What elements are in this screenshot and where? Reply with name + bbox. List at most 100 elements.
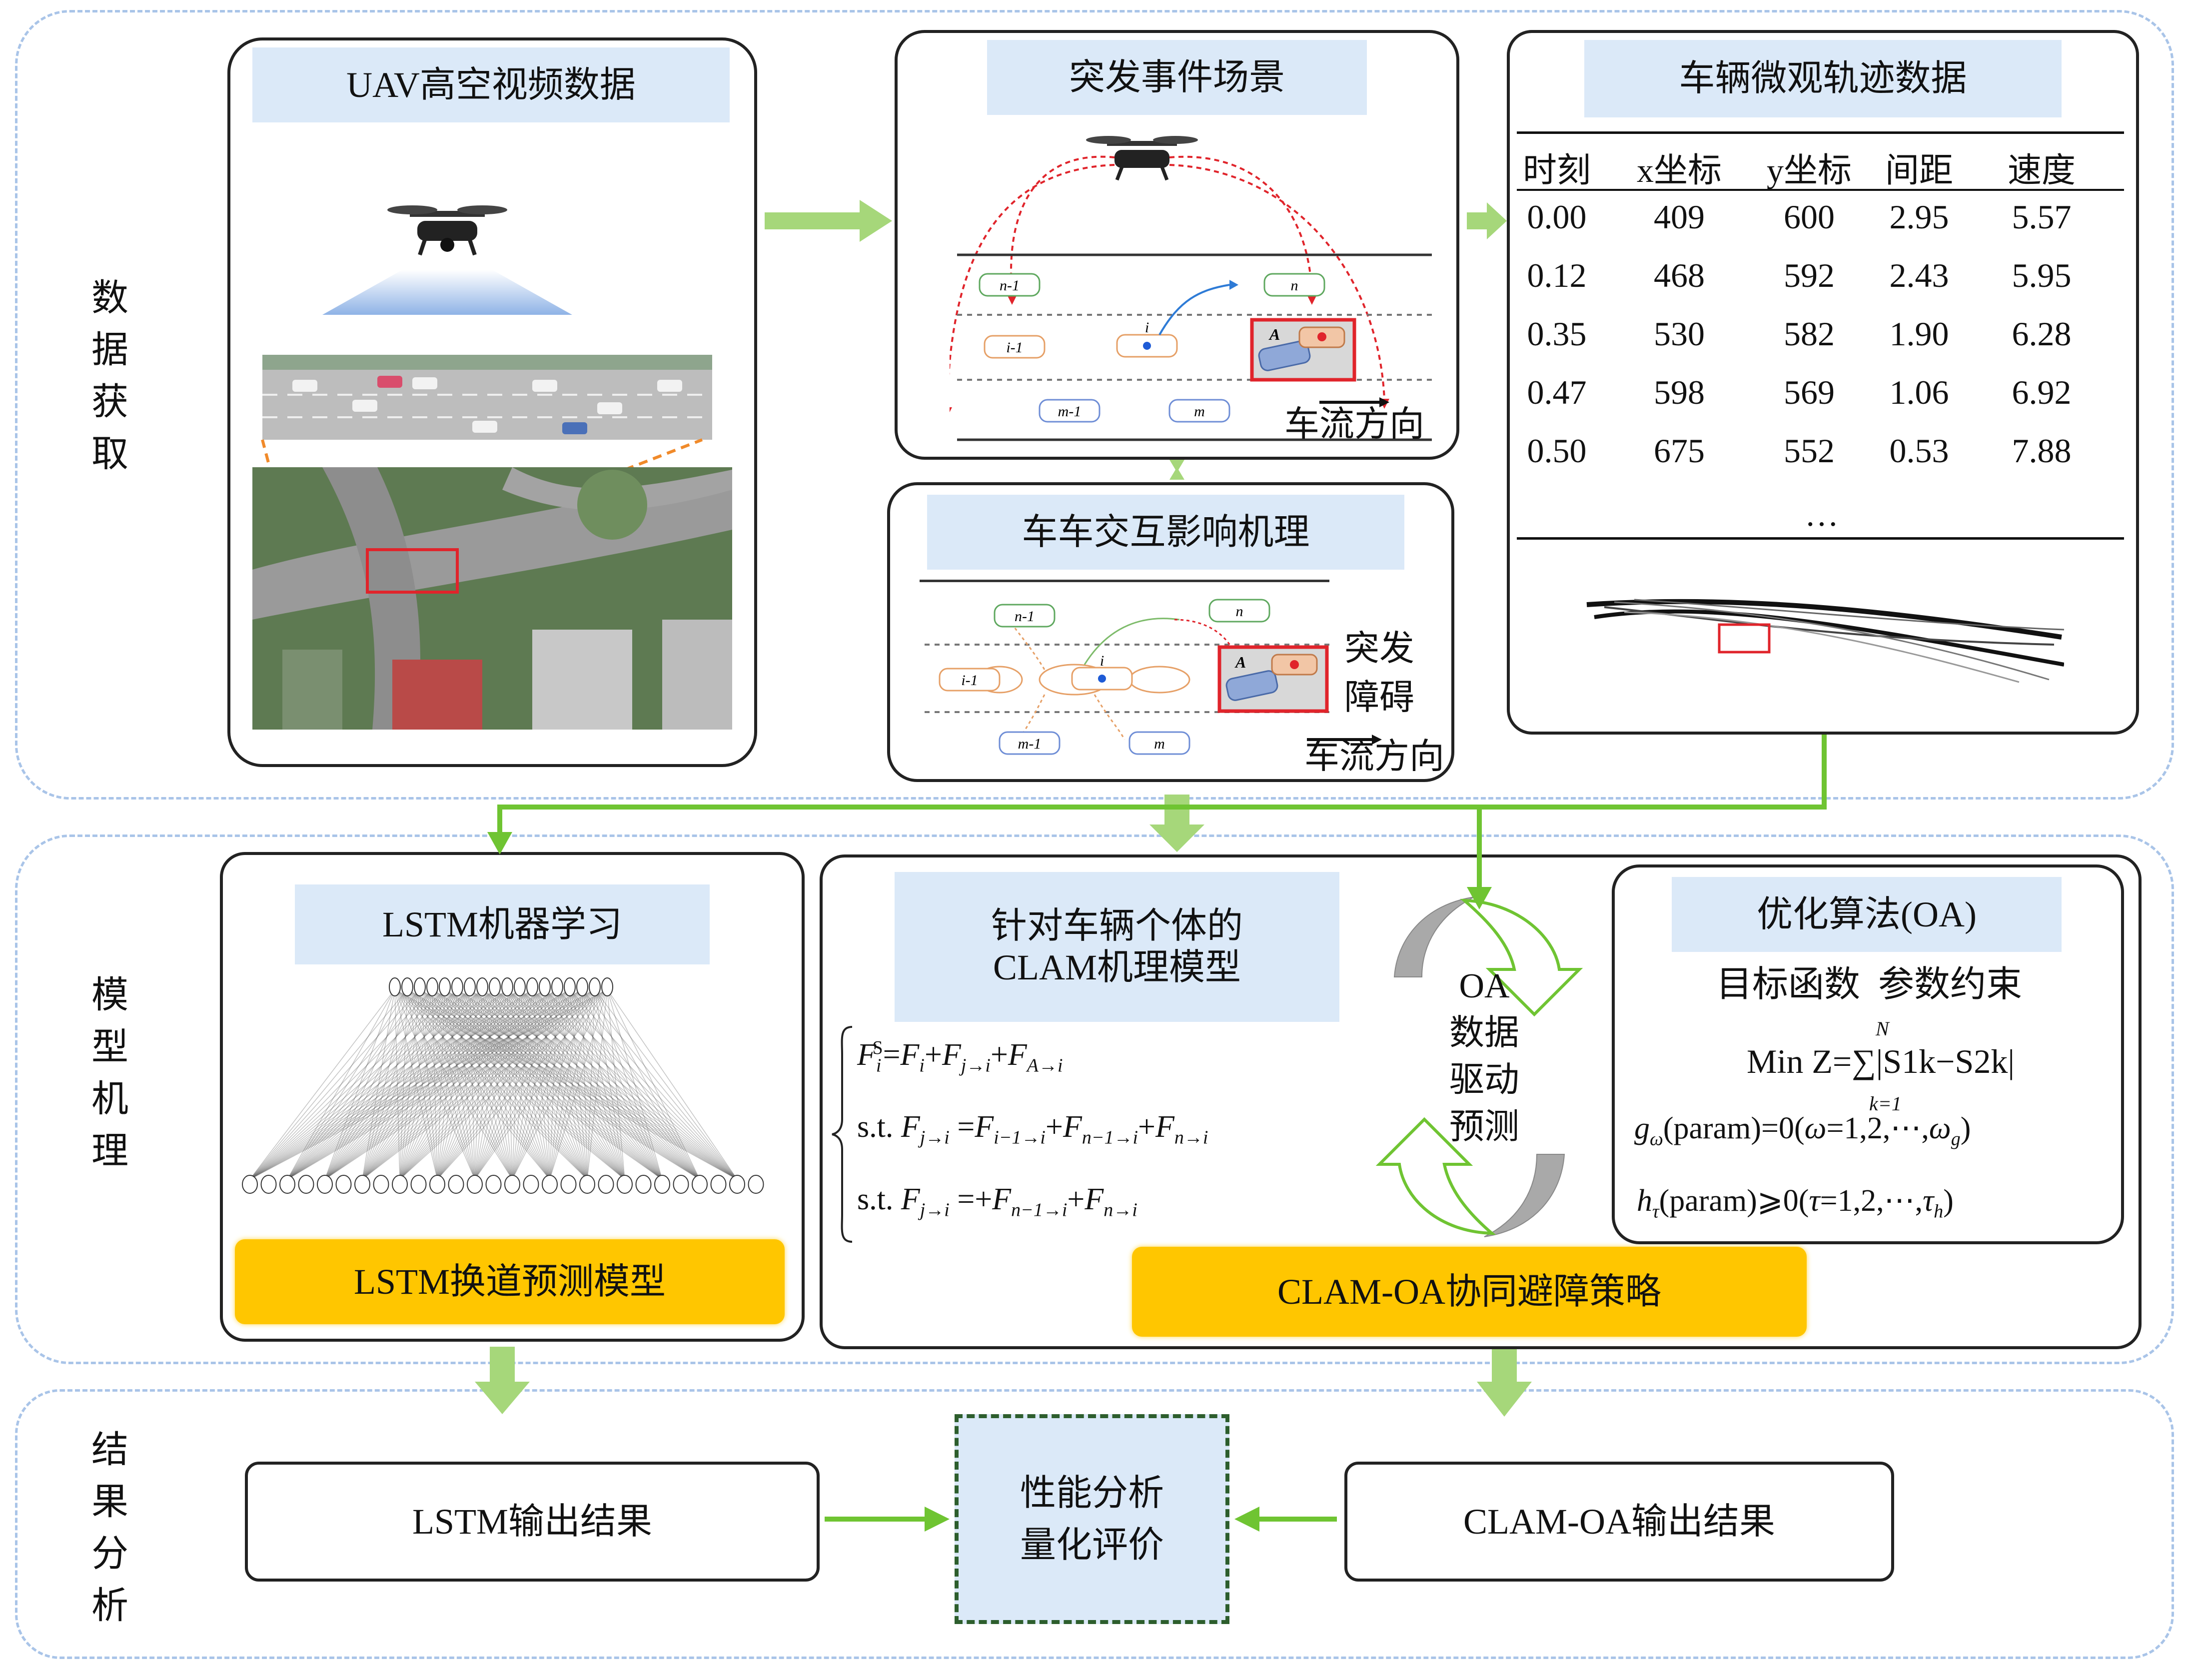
trajectory-table-cell: 0.35 xyxy=(1527,315,1587,353)
network-node xyxy=(439,977,451,996)
clam-oa-output-box: CLAM-OA输出结果 xyxy=(1344,1462,1894,1582)
network-node xyxy=(542,1175,558,1194)
section-result-analysis-frame xyxy=(15,1389,2174,1659)
clam-formula-1: FiS=Fi+Fj→i+FA→i xyxy=(857,1037,1063,1076)
network-node xyxy=(389,977,401,996)
network-node xyxy=(514,977,526,996)
formula-brace xyxy=(832,1026,853,1243)
network-node xyxy=(448,1175,464,1194)
interaction-vehicle-n: n xyxy=(1236,603,1243,620)
network-node xyxy=(279,1175,295,1194)
interaction-panel-title: 车车交互影响机理 xyxy=(927,495,1404,570)
network-node xyxy=(589,977,601,996)
trajectory-table-cell: 2.95 xyxy=(1889,198,1949,236)
interaction-vehicle-m: m xyxy=(1154,736,1165,752)
uav-panel-title: UAV高空视频数据 xyxy=(252,47,730,122)
clam-formula-3: s.t. Fj→i =+Fn−1→i+Fn→i xyxy=(857,1182,1137,1221)
network-node xyxy=(526,977,538,996)
trajectory-table-cell: 0.00 xyxy=(1527,198,1587,236)
scenario-vehicle-m: m xyxy=(1194,403,1205,420)
network-node xyxy=(429,1175,445,1194)
network-node xyxy=(426,977,438,996)
network-node xyxy=(317,1175,333,1194)
network-node xyxy=(504,1175,520,1194)
scenario-vehicle-n-1: n-1 xyxy=(1000,277,1020,294)
trajectory-data-panel xyxy=(1507,30,2139,735)
trajectory-column-header: 时刻 xyxy=(1522,151,1591,189)
network-node xyxy=(476,977,488,996)
trajectory-column-header: 速度 xyxy=(2007,151,2076,189)
clam-formula-2: s.t. Fj→i =Fi−1→i+Fn−1→i+Fn→i xyxy=(857,1110,1208,1148)
network-node xyxy=(579,1175,595,1194)
oa-panel-subtitle: 目标函数 参数约束 xyxy=(1716,964,2022,1004)
interaction-vehicle-i: i xyxy=(1100,653,1104,669)
oa-objective-function: Min Z=∑|S1k−S2k| xyxy=(1747,1042,2015,1080)
scenario-vehicle-n: n xyxy=(1291,277,1298,294)
network-node xyxy=(692,1175,708,1194)
network-node xyxy=(464,977,476,996)
scenario-obstacle-block: A xyxy=(1250,318,1356,382)
oa-sum-upper-limit: N xyxy=(1876,1017,1889,1040)
interaction-obstacle-block: A xyxy=(1217,645,1329,713)
lstm-panel-title: LSTM机器学习 xyxy=(295,884,710,964)
interaction-vehicle-i-1: i-1 xyxy=(961,672,978,689)
section-data-acquisition-frame xyxy=(15,10,2174,800)
network-node xyxy=(354,1175,370,1194)
scenario-panel-title: 突发事件场景 xyxy=(987,40,1367,115)
network-node xyxy=(560,1175,577,1194)
network-node xyxy=(539,977,551,996)
trajectory-table-cell: 0.12 xyxy=(1527,256,1587,294)
network-node xyxy=(748,1175,764,1194)
network-node xyxy=(564,977,576,996)
scenario-vehicle-m-1: m-1 xyxy=(1058,403,1082,420)
network-node xyxy=(501,977,513,996)
network-node xyxy=(489,977,501,996)
trajectory-table-cell: 592 xyxy=(1784,256,1835,294)
interaction-vehicle-n-1: n-1 xyxy=(1015,608,1035,625)
interaction-flow-arrow xyxy=(1307,735,1382,745)
neural-network-graphic xyxy=(242,977,764,1194)
trajectory-table-cell: 5.95 xyxy=(2012,256,2072,294)
network-node xyxy=(485,1175,502,1194)
clam-panel-title: 针对车辆个体的 CLAM机理模型 xyxy=(895,872,1339,1022)
network-node xyxy=(729,1175,745,1194)
oa-constraint-equality: gω(param)=0(ω=1,2,⋯,ωg) xyxy=(1634,1111,1971,1150)
interaction-flow-direction: 车流方向 xyxy=(1304,738,1444,776)
scenario-vehicle-A: A xyxy=(1268,325,1280,343)
oa-constraint-inequality: hτ(param)⩾0(τ=1,2,⋯,τh) xyxy=(1637,1184,1954,1222)
uav-aerial-imagery xyxy=(252,205,732,730)
drone-icon xyxy=(387,205,507,256)
network-node xyxy=(401,977,413,996)
trajectory-table-cell: 7.88 xyxy=(2012,432,2072,470)
network-node xyxy=(373,1175,389,1194)
scenario-drone-icon xyxy=(1086,136,1198,181)
trajectory-table-cell: 0.53 xyxy=(1889,432,1949,470)
section-label-data-acquisition: 数 据 获 取 xyxy=(91,278,128,475)
section-label-model-mechanism: 模 型 机 理 xyxy=(91,975,128,1172)
performance-evaluation-box: 性能分析 量化评价 xyxy=(955,1414,1229,1624)
section-label-result-analysis: 结 果 分 析 xyxy=(91,1430,128,1627)
trajectory-table-cell: 1.90 xyxy=(1889,315,1949,353)
cycle-arrows-icon xyxy=(1375,896,1583,1237)
trajectory-table-cell: 530 xyxy=(1654,315,1705,353)
interaction-obstacle-label: 突发 障碍 xyxy=(1344,630,1414,717)
trajectory-table-cell: 600 xyxy=(1784,198,1835,236)
trajectory-table-cell: 2.43 xyxy=(1889,256,1949,294)
network-node xyxy=(617,1175,633,1194)
lstm-output-box: LSTM输出结果 xyxy=(245,1462,820,1582)
network-node xyxy=(601,977,613,996)
trajectory-table-cell: 409 xyxy=(1654,198,1705,236)
scenario-vehicle-i: i xyxy=(1145,319,1149,336)
trajectory-table-cell: 582 xyxy=(1784,315,1835,353)
trajectory-table-ellipsis: … xyxy=(1805,495,1839,533)
trajectory-table-cell: 598 xyxy=(1654,373,1705,411)
section-model-mechanism-frame xyxy=(15,835,2174,1364)
network-node xyxy=(576,977,588,996)
trajectory-table-cell: 5.57 xyxy=(2012,198,2072,236)
network-node xyxy=(654,1175,670,1194)
network-node xyxy=(260,1175,277,1194)
network-node xyxy=(467,1175,483,1194)
trajectory-table-rule-top xyxy=(1517,131,2124,134)
